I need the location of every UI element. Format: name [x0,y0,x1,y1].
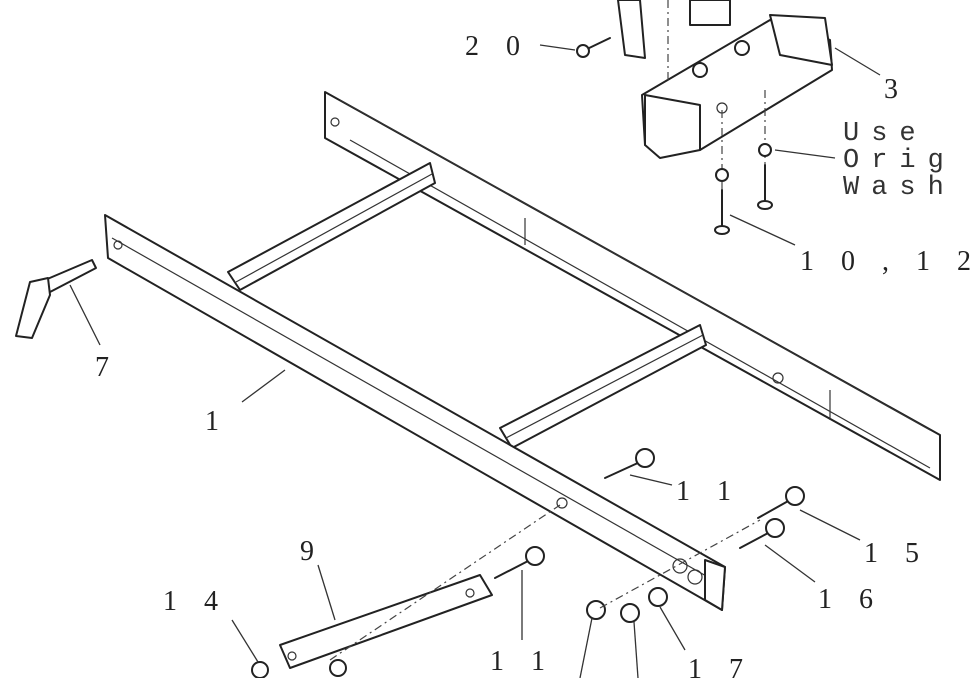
front-frame-rail [104,214,726,611]
upper-crossbar [227,162,436,291]
note-use: Use [843,119,928,149]
leader-lines [69,44,881,678]
link-bar-part-9 [279,574,493,669]
back-frame-rail [324,91,941,481]
callout-3: 3 [884,74,908,105]
callout-11-upper: 1 1 [676,476,741,507]
bracket-assembly-part-3 [617,0,833,215]
bolt-part-20 [576,37,611,58]
nuts-washers-part-17 [251,587,668,678]
bolts-part-15-16 [739,486,805,549]
callout-7: 7 [95,352,119,383]
callout-14: 1 4 [163,586,228,617]
callout-9: 9 [300,536,324,567]
callout-20: 2 0 [465,31,530,62]
bolts-part-10-12 [714,143,773,235]
note-wash: Wash [843,173,956,203]
bolt-part-11-lower [494,546,545,579]
callout-17: 1 7 [688,654,753,678]
callout-11-lower: 1 1 [490,646,555,677]
pin-part-7 [15,259,97,339]
callout-1: 1 [205,406,229,437]
callout-16: 1 6 [818,584,883,615]
note-orig: Orig [843,146,956,176]
callout-10-12: 1 0 , 1 2 [800,246,976,277]
bolt-part-11-upper [604,448,655,479]
callout-15: 1 5 [864,538,929,569]
lower-crossbar [499,324,707,449]
